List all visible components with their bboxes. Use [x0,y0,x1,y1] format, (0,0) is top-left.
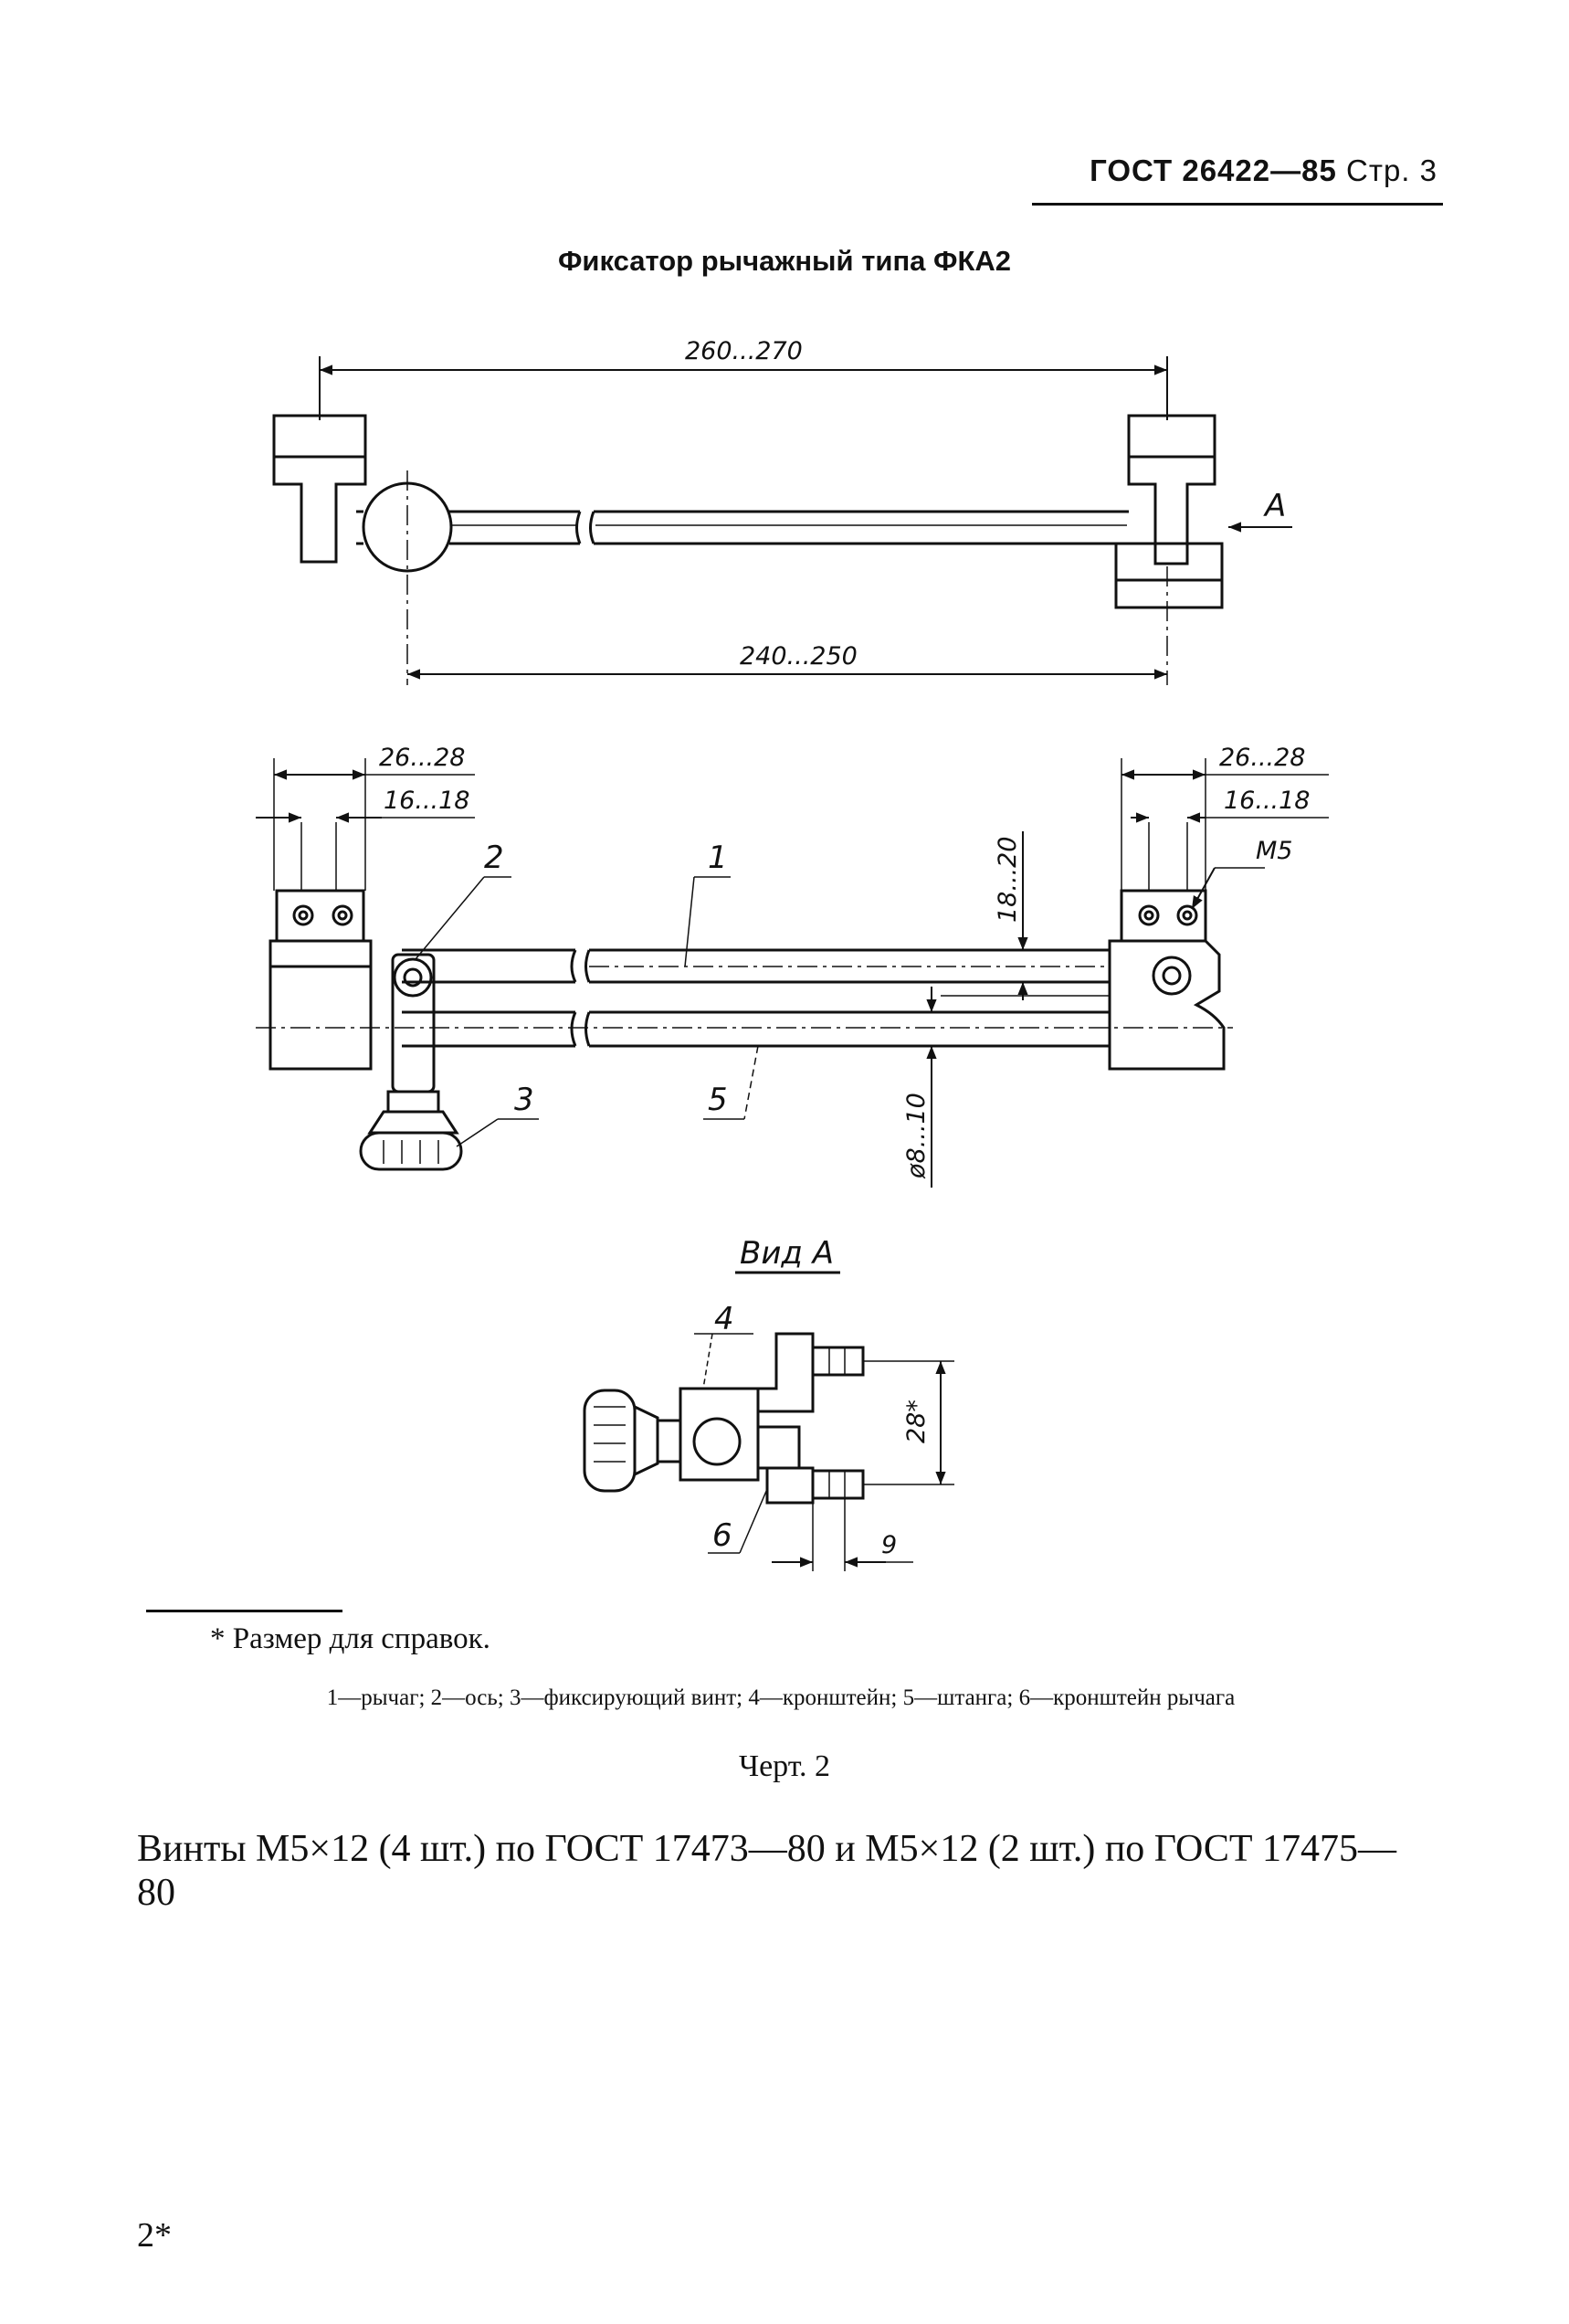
parts-legend: 1—рычаг; 2—ось; 3—фиксирующий винт; 4—кр… [326,1685,1236,1710]
figure-caption: Черт. 2 [738,1749,831,1783]
technical-drawing: 260...270 A 240...250 [256,337,1329,1571]
part-label-2: 2 [484,840,504,876]
footnote-rule [146,1610,342,1612]
part-label-4: 4 [714,1301,734,1337]
screws-note: Винты М5×12 (4 шт.) по ГОСТ 17473—80 и М… [137,1828,1397,1915]
dim-view-height: 28* [902,1400,931,1443]
page-header: ГОСТ 26422—85 Стр. 3 [1032,153,1443,206]
part-label-5: 5 [708,1082,728,1118]
dim-overall-length: 260...270 [685,337,803,365]
figure-title: Фиксатор рычажный типа ФКА2 [557,245,1012,277]
view-a-label: Вид A [740,1235,834,1272]
view-arrow-label: A [1263,488,1286,524]
dim-right-inner: 16...18 [1224,787,1310,815]
footnote: * Размер для справок. [210,1622,490,1655]
page-label: Стр. 3 [1346,153,1437,187]
view-a [583,1271,954,1571]
dim-thread: M5 [1256,837,1292,865]
part-label-3: 3 [514,1082,534,1118]
dim-right-outer: 26...28 [1219,744,1305,772]
dim-center-length: 240...250 [740,642,858,671]
dim-view-width: 9 [881,1531,897,1559]
header-rule [1032,203,1443,206]
part-label-6: 6 [712,1517,732,1554]
dim-left-outer: 26...28 [379,744,465,772]
part-label-1: 1 [708,840,728,876]
dim-height: 18...20 [994,837,1022,923]
dim-left-inner: 16...18 [384,787,469,815]
top-view [272,356,1292,685]
front-view [256,758,1329,1188]
page-number: 2* [137,2216,172,2255]
dim-diameter: ø8...10 [902,1093,931,1179]
standard-number: ГОСТ 26422—85 [1090,153,1337,187]
